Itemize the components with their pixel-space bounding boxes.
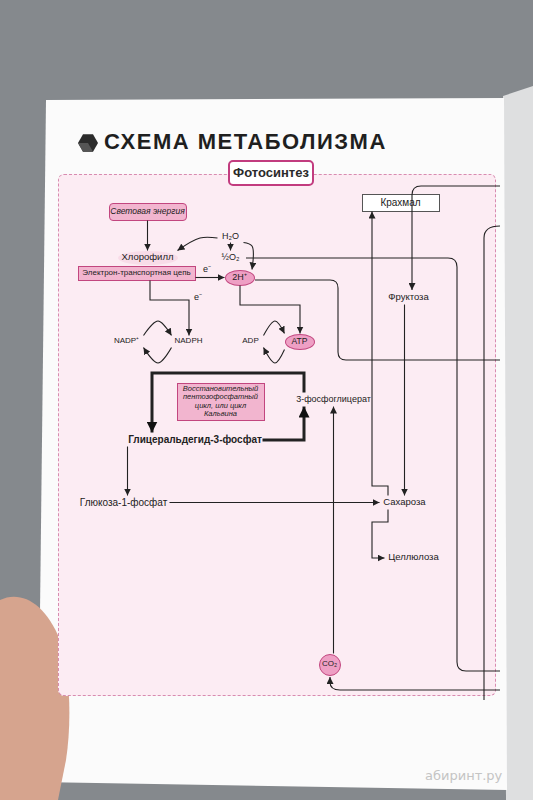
electron-label: e⁻ xyxy=(194,290,202,303)
flow-arrow xyxy=(196,277,225,278)
watermark: абиринт.ру xyxy=(425,768,502,783)
hexagon-facet xyxy=(78,143,93,152)
electron-label: e⁻ xyxy=(203,262,211,275)
node-text: ADP xyxy=(242,337,258,346)
node-text: NADP⁺ xyxy=(114,337,139,346)
compound-label: NADPH xyxy=(172,336,206,348)
node-text: Электрон-транспортная цепь xyxy=(82,269,190,278)
flow-arrow xyxy=(404,305,405,496)
compound-label: H₂O xyxy=(218,231,244,243)
next-page xyxy=(503,86,533,800)
flow-arrow xyxy=(144,321,172,336)
node-text: Целлюлоза xyxy=(388,552,438,562)
flow-arrow xyxy=(264,321,285,336)
process-box: Световая энергия xyxy=(109,203,187,221)
node-text: Хлорофилл xyxy=(121,252,173,262)
node-text: ATP xyxy=(292,337,308,346)
storage-box: Крахмал xyxy=(362,194,440,212)
flow-arrow xyxy=(147,221,148,251)
compound-label: Глюкоза-1-фосфат xyxy=(78,496,170,510)
node-text: Глицеральдегид-3-фосфат xyxy=(128,434,262,445)
flow-arrow xyxy=(333,407,334,654)
cycle-arrow xyxy=(152,373,304,433)
node-text: Глюкоза-1-фосфат xyxy=(80,497,167,508)
compound-label: Сахароза xyxy=(380,496,430,510)
flow-arrow xyxy=(178,237,218,250)
node-text: Крахмал xyxy=(380,197,420,208)
proton-outflow-line xyxy=(255,280,500,360)
pigment-label: Хлорофилл xyxy=(118,251,178,265)
node-text: Фруктоза xyxy=(388,292,428,302)
compound-label: 3-фосфоглицерат xyxy=(296,393,372,407)
ion-ellipse: 2H⁺ xyxy=(225,270,255,286)
node-text: NADPH xyxy=(174,337,202,346)
compound-label: Целлюлоза xyxy=(385,551,443,565)
compound-label: ½O₂ xyxy=(216,251,246,265)
flow-arrow xyxy=(240,286,300,334)
book-page xyxy=(38,98,507,790)
process-band: ФотосинтезКрахмалСветовая энергияХлорофи… xyxy=(58,174,496,696)
fructose-inflow-line xyxy=(412,186,500,290)
co2-inflow-line xyxy=(330,677,500,690)
flow-arrow xyxy=(127,447,128,496)
node-text: H₂O xyxy=(222,232,239,242)
process-box: Электрон-транспортная цепь xyxy=(78,266,196,281)
page-title: СХЕМА МЕТАБОЛИЗМА xyxy=(104,129,387,155)
compound-label: Фруктоза xyxy=(384,291,434,305)
node-text: Сахароза xyxy=(383,497,425,507)
flow-arrow xyxy=(150,281,189,336)
side-flow-line xyxy=(484,226,500,700)
ion-ellipse: ATP xyxy=(285,334,315,350)
hexagon-icon xyxy=(78,134,98,151)
process-box: Восстановительный пентозофосфатный цикл,… xyxy=(177,383,265,421)
flow-arrow xyxy=(244,243,254,270)
compound-label: NADP⁺ xyxy=(110,336,144,348)
node-text: CO₂ xyxy=(322,660,337,669)
flow-arrow xyxy=(144,348,172,364)
node-text: 2H⁺ xyxy=(232,273,247,283)
compound-label: ADP xyxy=(238,336,264,348)
flow-arrow xyxy=(230,243,231,251)
flow-arrow xyxy=(372,212,388,496)
node-text: Восстановительный пентозофосфатный цикл,… xyxy=(178,385,264,419)
band-heading: Фотосинтез xyxy=(228,160,314,186)
cycle-arrow xyxy=(263,407,305,441)
flow-arrow xyxy=(372,510,388,559)
node-text: ½O₂ xyxy=(222,253,240,263)
flow-arrow xyxy=(170,502,380,503)
compound-label: Глицеральдегид-3-фосфат xyxy=(128,433,263,447)
node-text: 3-фосфоглицерат xyxy=(296,395,371,405)
flow-arrow xyxy=(264,348,285,364)
oxygen-outflow-line xyxy=(246,258,500,671)
node-text: Световая энергия xyxy=(110,207,184,216)
ion-ellipse: CO₂ xyxy=(319,654,341,676)
